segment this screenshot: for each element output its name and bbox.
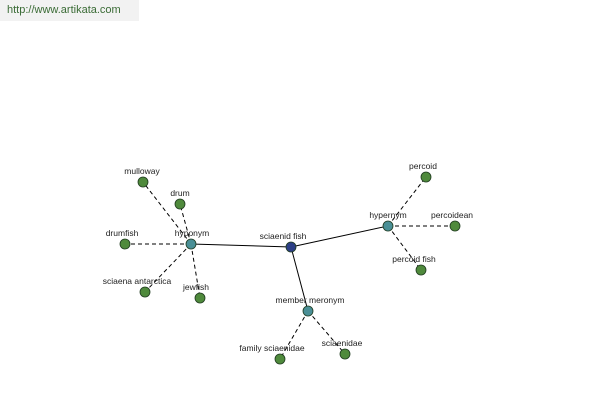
center-sciaenid-fish-label[interactable]: sciaenid fish xyxy=(260,231,307,241)
relation-hyponym-label[interactable]: hyponym xyxy=(175,228,210,238)
relation-hypernym-label[interactable]: hypernym xyxy=(369,210,406,220)
edge-hyponym-drum xyxy=(179,203,192,245)
word-percoid-fish-label[interactable]: percoid fish xyxy=(392,254,436,264)
relation-hyponym-node[interactable] xyxy=(185,238,197,250)
edge-hyponym-jewfish xyxy=(190,243,201,299)
word-mulloway-node[interactable] xyxy=(137,176,149,188)
edge-hyponym-mulloway xyxy=(142,181,192,245)
nodes-layer xyxy=(119,171,461,365)
word-percoid-fish-node[interactable] xyxy=(415,264,427,276)
word-percoidean-label[interactable]: percoidean xyxy=(431,210,473,220)
word-drum-label[interactable]: drum xyxy=(170,188,189,198)
word-sciaenidae-node[interactable] xyxy=(339,348,351,360)
center-sciaenid-fish-node[interactable] xyxy=(285,241,297,253)
word-drumfish-node[interactable] xyxy=(119,238,131,250)
word-drum-node[interactable] xyxy=(174,198,186,210)
edges-layer xyxy=(125,176,455,360)
relation-member-meronym-label[interactable]: member meronym xyxy=(276,295,345,305)
word-sciaena-antarctica-label[interactable]: sciaena antarctica xyxy=(103,276,172,286)
edge-center-hypernym xyxy=(290,225,389,248)
word-jewfish-node[interactable] xyxy=(194,292,206,304)
word-jewfish-label[interactable]: jewfish xyxy=(182,282,209,292)
edge-member-meronym-sciaenidae xyxy=(307,310,346,355)
word-percoid-label[interactable]: percoid xyxy=(409,161,437,171)
word-sciaenidae-label[interactable]: sciaenidae xyxy=(322,338,363,348)
word-family-sciaenidae-label[interactable]: family sciaenidae xyxy=(239,343,304,353)
word-family-sciaenidae-node[interactable] xyxy=(274,353,286,365)
site-link[interactable]: http://www.artikata.com xyxy=(0,0,139,21)
edge-hypernym-percoid-fish xyxy=(387,225,422,271)
word-sciaena-antarctica-node[interactable] xyxy=(139,286,151,298)
edge-center-member-meronym xyxy=(290,246,309,312)
relation-member-meronym-node[interactable] xyxy=(302,305,314,317)
edge-hypernym-percoid xyxy=(387,176,427,227)
edge-center-hyponym xyxy=(190,243,292,248)
relation-hypernym-node[interactable] xyxy=(382,220,394,232)
word-mulloway-label[interactable]: mulloway xyxy=(124,166,160,176)
labels-layer: sciaenid fish hyponym hypernym member meron… xyxy=(103,161,474,353)
edge-member-meronym-family-sciaenidae xyxy=(279,310,309,360)
word-percoid-node[interactable] xyxy=(420,171,432,183)
word-percoidean-node[interactable] xyxy=(449,220,461,232)
word-drumfish-label[interactable]: drumfish xyxy=(106,228,139,238)
